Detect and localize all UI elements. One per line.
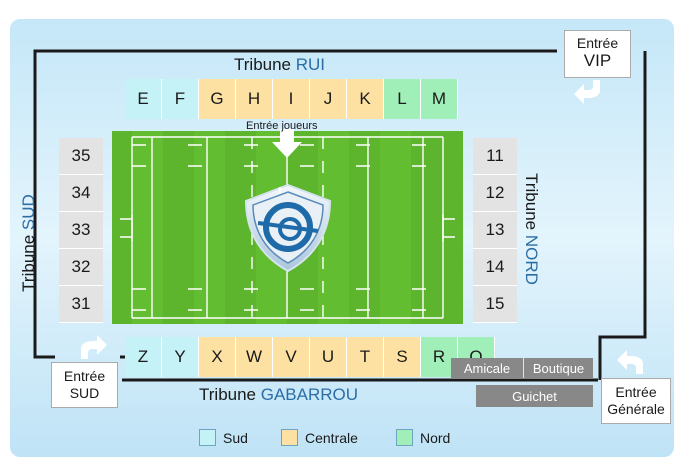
vip-entrance-arrow-icon: [574, 80, 600, 104]
sud-block-34[interactable]: 34: [59, 175, 103, 212]
nord-block-11[interactable]: 11: [473, 138, 517, 175]
tribune-sud-title: Tribune SUD: [19, 194, 38, 292]
sud-block-32[interactable]: 32: [59, 249, 103, 286]
amicale-button[interactable]: Amicale: [451, 358, 523, 379]
gabarrou-block-y[interactable]: Y: [162, 337, 199, 377]
general-entrance-box[interactable]: Entrée Générale: [601, 378, 671, 424]
right-goalpost: [442, 215, 455, 241]
vip-entrance-line2: VIP: [583, 51, 612, 70]
gabarrou-block-z[interactable]: Z: [125, 337, 162, 377]
sud-entrance-box[interactable]: Entrée SUD: [51, 362, 118, 408]
general-entrance-arrow-icon: [617, 350, 643, 374]
vip-entrance-line1: Entrée: [576, 35, 619, 51]
gabarrou-block-x[interactable]: X: [199, 337, 236, 377]
legend-centrale-swatch: [281, 429, 298, 446]
general-entrance-line2: Générale: [607, 401, 665, 417]
players-entrance-arrow-icon: [272, 129, 302, 158]
rui-block-f[interactable]: F: [162, 79, 199, 119]
legend-nord-label: Nord: [420, 430, 451, 446]
sud-entrance-line2: SUD: [69, 385, 100, 401]
gabarrou-block-t[interactable]: T: [347, 337, 384, 377]
sud-block-33[interactable]: 33: [59, 212, 103, 249]
rui-block-m[interactable]: M: [421, 79, 458, 119]
legend-centrale-label: Centrale: [305, 430, 358, 446]
sud-block-31[interactable]: 31: [59, 286, 103, 323]
rui-block-k[interactable]: K: [347, 79, 384, 119]
rui-block-l[interactable]: L: [384, 79, 421, 119]
nord-block-14[interactable]: 14: [473, 249, 517, 286]
rui-block-e[interactable]: E: [125, 79, 162, 119]
sud-entrance-arrow-icon: [81, 335, 107, 359]
legend-nord-swatch: [396, 429, 413, 446]
sud-entrance-line1: Entrée: [63, 368, 106, 384]
rui-block-g[interactable]: G: [199, 79, 236, 119]
tribune-rui-title: Tribune RUI: [234, 55, 326, 74]
gabarrou-block-v[interactable]: V: [273, 337, 310, 377]
rui-block-i[interactable]: I: [273, 79, 310, 119]
tribune-gabarrou-title: Tribune GABARROU: [199, 385, 359, 404]
rui-block-h[interactable]: H: [236, 79, 273, 119]
boutique-button[interactable]: Boutique: [524, 358, 593, 379]
gabarrou-block-w[interactable]: W: [236, 337, 273, 377]
legend-sud-swatch: [199, 429, 216, 446]
sud-block-35[interactable]: 35: [59, 138, 103, 175]
left-goalpost: [120, 215, 133, 241]
vip-entrance-box[interactable]: Entrée VIP: [564, 30, 631, 78]
castres-olympique-crest-icon: [244, 183, 332, 273]
rui-block-j[interactable]: J: [310, 79, 347, 119]
guichet-button[interactable]: Guichet: [476, 385, 593, 407]
nord-block-13[interactable]: 13: [473, 212, 517, 249]
general-entrance-line1: Entrée: [615, 384, 657, 400]
tribune-nord-title: Tribune NORD: [522, 173, 541, 285]
gabarrou-block-u[interactable]: U: [310, 337, 347, 377]
legend-sud-label: Sud: [223, 430, 248, 446]
nord-block-15[interactable]: 15: [473, 286, 517, 323]
players-entrance-label: Entrée joueurs: [246, 120, 318, 132]
nord-block-12[interactable]: 12: [473, 175, 517, 212]
gabarrou-block-s[interactable]: S: [384, 337, 421, 377]
